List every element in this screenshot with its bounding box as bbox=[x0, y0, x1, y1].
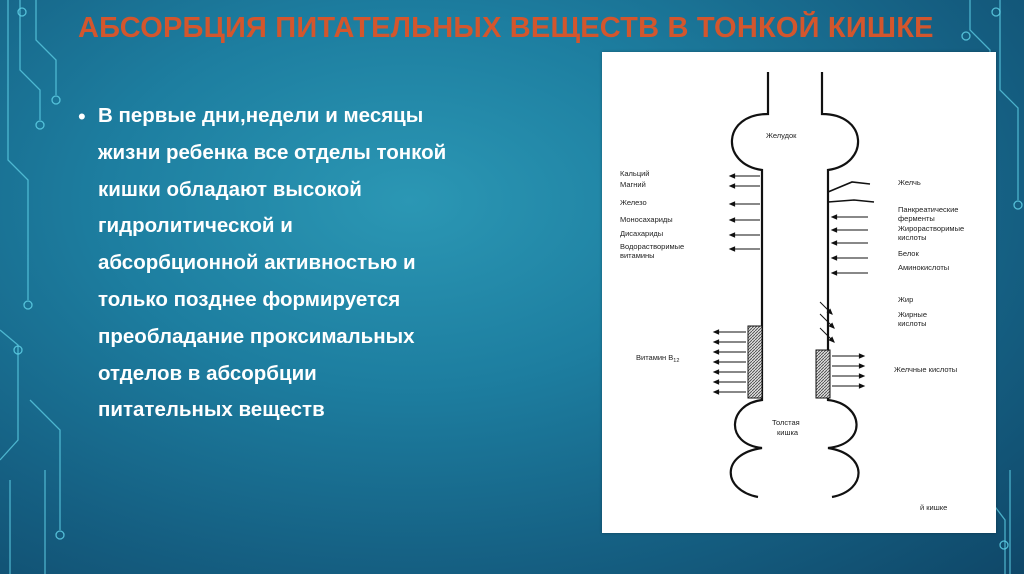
label-pancreatic-1: Панкреатические bbox=[898, 205, 958, 214]
arrow-head bbox=[714, 340, 719, 344]
arrow-head bbox=[832, 228, 837, 232]
arrow-head bbox=[832, 271, 837, 275]
label-water-soluble-1: Водорастворимые bbox=[620, 242, 684, 251]
label-fat: Жир bbox=[898, 295, 913, 304]
label-pancreatic-2: ферменты bbox=[898, 214, 935, 223]
label-magnesium: Магний bbox=[620, 180, 646, 189]
colon-label-1: Толстая bbox=[772, 418, 800, 427]
label-amino-acids: Аминокислоты bbox=[898, 263, 949, 272]
arrow-head bbox=[730, 233, 735, 237]
label-fatty-acids-1: Жирные bbox=[898, 310, 927, 319]
arrow-head bbox=[832, 215, 837, 219]
label-disaccharides: Дисахариды bbox=[620, 229, 663, 238]
arrow-head bbox=[714, 330, 719, 334]
arrow-head bbox=[832, 256, 837, 260]
arrow-head bbox=[859, 364, 864, 368]
label-vitamin-b12: Витамин B12 bbox=[636, 353, 679, 364]
bullet-marker: • bbox=[78, 104, 86, 130]
b12-absorption-zone bbox=[748, 326, 762, 398]
arrow-head bbox=[730, 218, 735, 222]
colon-label-2: кишка bbox=[777, 428, 799, 437]
arrow-head bbox=[859, 354, 864, 358]
arrow-head bbox=[714, 360, 719, 364]
label-calcium: Кальций bbox=[620, 169, 650, 178]
arrow-head bbox=[832, 241, 837, 245]
label-water-soluble-2: витамины bbox=[620, 251, 655, 260]
label-fatty-acids-2: кислоты bbox=[898, 319, 927, 328]
absorption-arrows bbox=[714, 174, 868, 394]
intestine-absorption-diagram: Желудок Толстая кишка Кальций Магний Жел… bbox=[602, 52, 996, 533]
arrow-head bbox=[730, 202, 735, 206]
footer-caption: й кишке bbox=[920, 503, 947, 512]
arrow-head bbox=[714, 350, 719, 354]
diagram-panel: Желудок Толстая кишка Кальций Магний Жел… bbox=[602, 52, 996, 533]
slide-title: АБСОРБЦИЯ ПИТАТЕЛЬНЫХ ВЕЩЕСТВ В ТОНКОЙ К… bbox=[78, 10, 978, 46]
bile-duct bbox=[828, 182, 874, 202]
arrow-head bbox=[859, 374, 864, 378]
label-protein: Белок bbox=[898, 249, 919, 258]
label-fat-soluble-1: Жирорастворимые bbox=[898, 224, 964, 233]
arrow-head bbox=[730, 174, 735, 178]
bullet-text: В первые дни,недели и месяцы жизни ребен… bbox=[98, 98, 548, 429]
arrow-head bbox=[859, 384, 864, 388]
label-bile: Желчь bbox=[898, 178, 921, 187]
arrow-head bbox=[730, 184, 735, 188]
arrow-head bbox=[714, 380, 719, 384]
stomach-label: Желудок bbox=[766, 131, 797, 140]
arrow-head bbox=[730, 247, 735, 251]
bile-acid-absorption-zone bbox=[816, 350, 830, 398]
label-fat-soluble-2: кислоты bbox=[898, 233, 927, 242]
arrow-head bbox=[714, 390, 719, 394]
label-monosaccharides: Моносахариды bbox=[620, 215, 673, 224]
label-iron: Железо bbox=[620, 198, 647, 207]
bullet-list: • В первые дни,недели и месяцы жизни реб… bbox=[78, 98, 548, 429]
arrow-head bbox=[714, 370, 719, 374]
label-bile-acids: Желчные кислоты bbox=[894, 365, 957, 374]
